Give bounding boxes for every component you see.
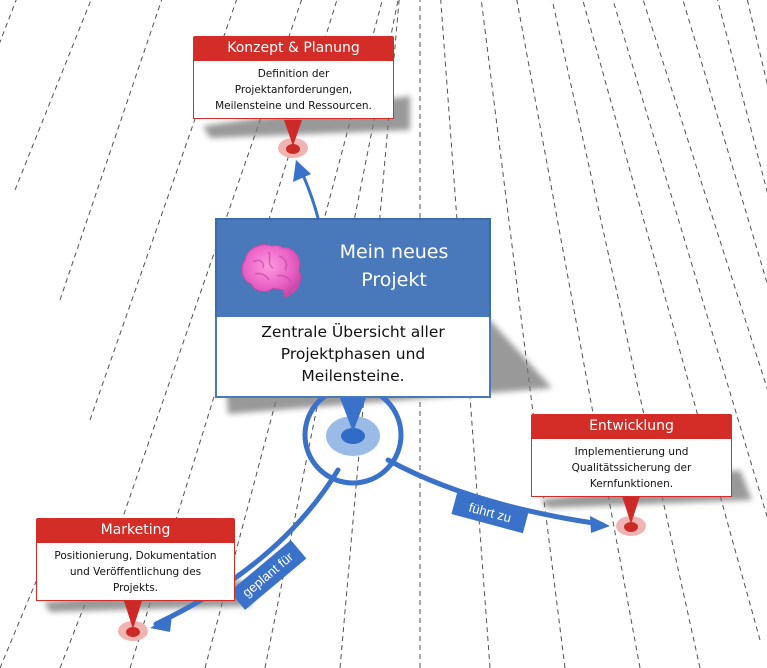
node-desc-line: Positionierung, Dokumentation — [54, 550, 217, 562]
node-konzept-planung[interactable]: Konzept & Planung Definition der Projekt… — [193, 36, 394, 120]
node-desc-line: Meilensteine und Ressourcen. — [215, 100, 372, 112]
node-title: Marketing — [36, 518, 235, 543]
node-marketing[interactable]: Marketing Positionierung, Dokumentation … — [36, 518, 235, 601]
node-desc-line: und Veröffentlichung des — [69, 566, 202, 578]
node-desc-line: Qualitätssicherung der — [571, 462, 692, 474]
central-title-line: Mein neues — [339, 241, 449, 263]
central-topic-title: Mein neues Projekt — [329, 238, 459, 294]
node-entwicklung[interactable]: Entwicklung Implementierung und Qualität… — [531, 414, 732, 497]
node-desc-line: Implementierung und — [574, 446, 689, 458]
node-desc-line: Kernfunktionen. — [589, 478, 674, 490]
node-description: Definition der Projektanforderungen, Mei… — [193, 61, 394, 119]
central-topic-node[interactable]: Mein neues Projekt Zentrale Übersicht al… — [215, 218, 491, 398]
pin-marketing — [118, 601, 148, 641]
node-desc-line: Projekts. — [112, 582, 159, 594]
node-title: Konzept & Planung — [193, 36, 394, 61]
central-title-line: Projekt — [361, 269, 427, 291]
arrowhead-marketing — [150, 615, 172, 632]
central-pin — [302, 384, 404, 486]
node-title: Entwicklung — [531, 414, 732, 439]
central-desc-line: Zentrale Übersicht aller — [261, 323, 445, 341]
edge-label-fuehrt-zu: führt zu — [451, 490, 530, 534]
arrowhead-konzept — [293, 160, 311, 182]
node-description: Implementierung und Qualitätssicherung d… — [531, 439, 732, 497]
edge-to-marketing — [153, 467, 341, 627]
central-desc-line: Meilensteine. — [301, 367, 405, 385]
edge-arrowheads — [150, 160, 610, 632]
central-desc-line: Projektphasen und — [280, 345, 426, 363]
central-topic-header: Mein neues Projekt — [215, 218, 491, 317]
node-desc-line: Definition der — [257, 68, 330, 80]
arrowhead-entwicklung — [590, 516, 610, 533]
brain-icon — [241, 244, 302, 299]
node-desc-line: Projektanforderungen, — [234, 84, 353, 96]
pin-entwicklung — [616, 496, 646, 536]
edge-label-text: geplant für — [239, 549, 296, 600]
central-topic-description: Zentrale Übersicht aller Projektphasen u… — [215, 317, 491, 398]
pin-konzept — [278, 120, 308, 158]
node-description: Positionierung, Dokumentation und Veröff… — [36, 543, 235, 601]
